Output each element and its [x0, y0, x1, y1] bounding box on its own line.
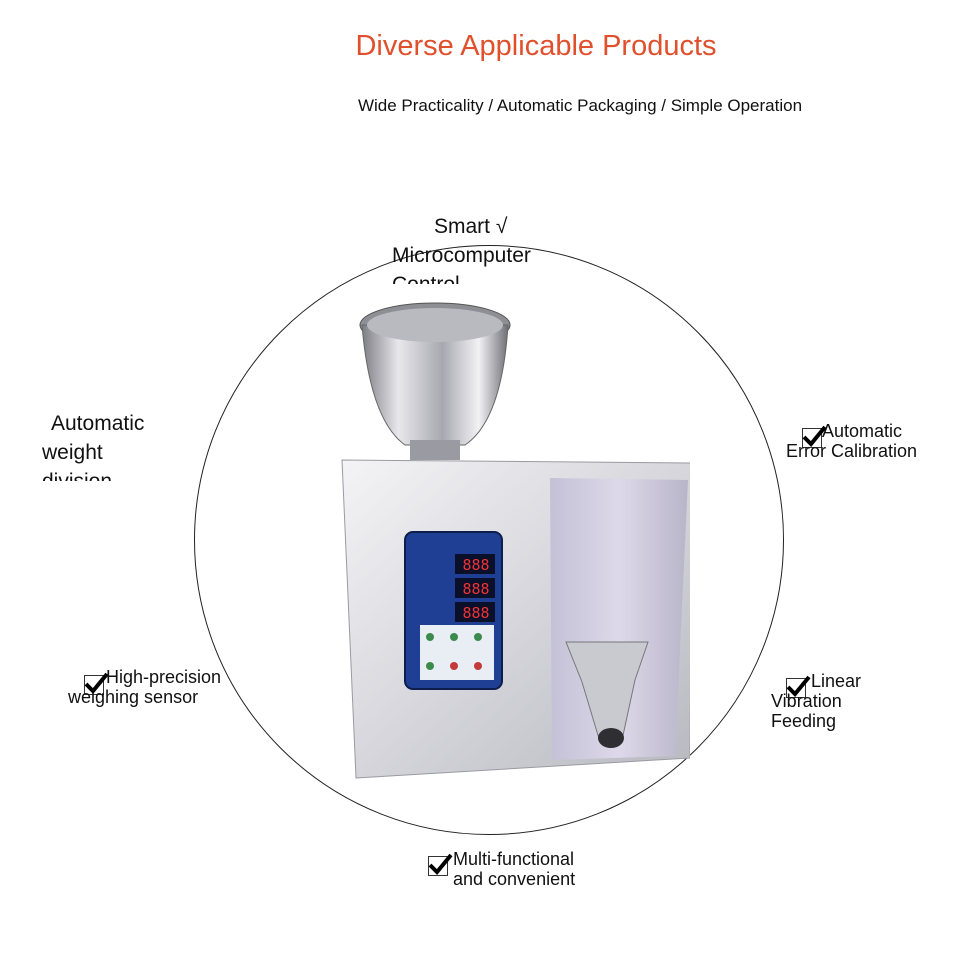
weight-display-1: 888 [462, 556, 490, 574]
filling-machine-image [341, 302, 690, 779]
weight-display-2: 888 [462, 580, 490, 598]
outline-circle [194, 245, 784, 835]
check-icon [428, 853, 453, 876]
check-icon [84, 672, 109, 695]
feature-weighing-sensor: High-precision weighing sensor [68, 667, 222, 707]
feature-vibration-feeding: Linear Vibration Feeding [771, 671, 862, 731]
feature-multi-functional: Multi-functional and convenient [453, 849, 576, 889]
page-title: Diverse Applicable Products [355, 30, 717, 62]
feature-error-calibration: Automatic Error Calibration [786, 421, 918, 461]
feature-smart-control: Smart √ Microcomputer Control [392, 212, 552, 284]
weight-display-3: 888 [462, 604, 490, 622]
feature-smart-control-text: Smart √ Microcomputer Control [392, 215, 531, 284]
check-icon [786, 675, 811, 698]
feature-weight-division-text: Automatic weight division [42, 412, 145, 481]
page-subtitle: Wide Practicality / Automatic Packaging … [357, 96, 803, 115]
feature-weight-division: Automatic weight division [42, 409, 172, 481]
check-icon [802, 425, 827, 448]
